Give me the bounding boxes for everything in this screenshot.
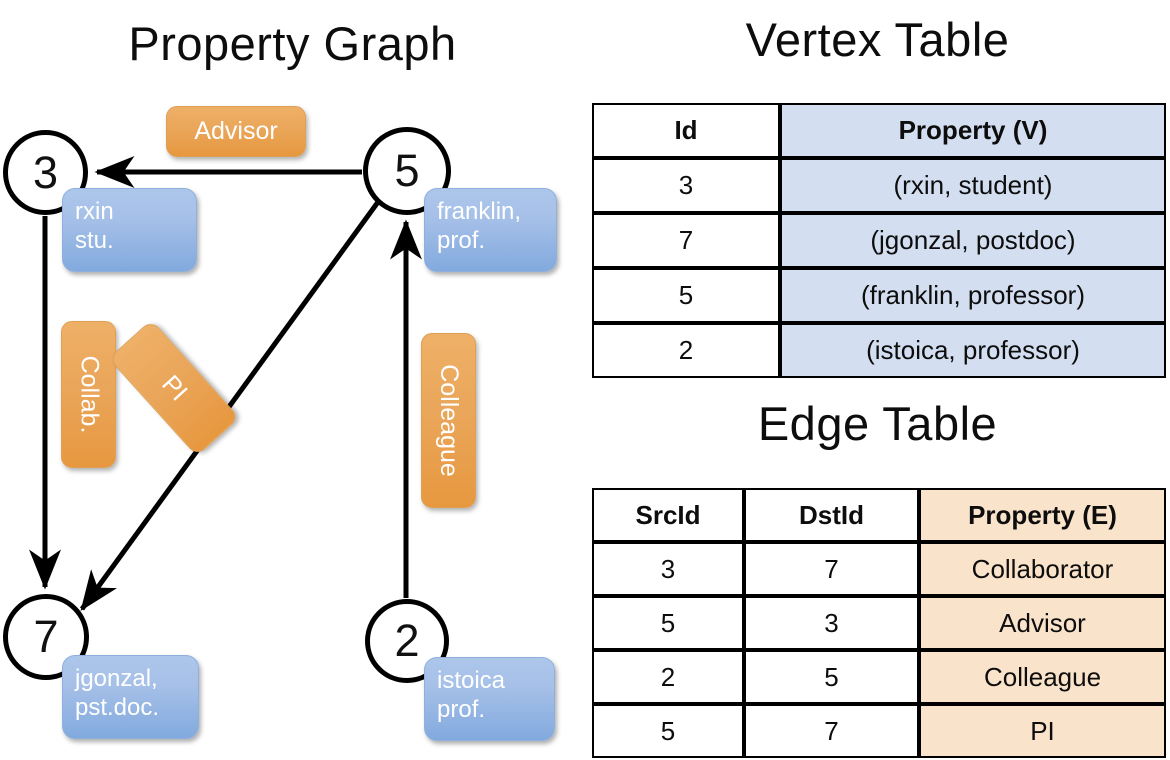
- table-row[interactable]: 5 7 PI: [592, 704, 1166, 758]
- graph-node-5[interactable]: 5: [363, 127, 451, 215]
- graph-node-3-label: 3: [32, 146, 59, 198]
- vertex-row-1-id: 7: [592, 213, 780, 268]
- edge-row-2-property: Colleague: [919, 650, 1166, 704]
- edge-label-colleague: Colleague: [421, 333, 476, 508]
- vertex-property-istoica-line1: istoica: [437, 667, 506, 694]
- edge-table-col-header-dstid: DstId: [744, 488, 919, 542]
- edge-label-collab-text: Collab.: [75, 355, 104, 434]
- edge-row-0-property: Collaborator: [919, 542, 1166, 596]
- vertex-table: Id Property (V) 3 (rxin, student) 7 (jgo…: [592, 103, 1166, 378]
- page-title-property-graph: Property Graph: [128, 17, 457, 70]
- edge-label-advisor-text: Advisor: [194, 117, 278, 145]
- edge-label-colleague-text: Colleague: [435, 364, 463, 477]
- vertex-row-1-property: (jgonzal, postdoc): [780, 213, 1166, 268]
- edge-row-2-src: 2: [592, 650, 744, 704]
- graph-node-2-label: 2: [394, 615, 420, 666]
- edge-row-1-src: 5: [592, 596, 744, 650]
- table-row[interactable]: 5 (franklin, professor): [592, 268, 1166, 323]
- edge-label-collab: Collab.: [61, 321, 116, 468]
- vertex-table-header-row: Id Property (V): [592, 103, 1166, 158]
- table-row[interactable]: 2 (istoica, professor): [592, 323, 1166, 378]
- vertex-row-0-id: 3: [592, 158, 780, 213]
- page-title-edge-table: Edge Table: [757, 397, 998, 450]
- vertex-property-bubble-rxin: rxin stu.: [62, 188, 197, 272]
- edge-5-to-7: [79, 200, 381, 612]
- edge-table-col-header-property: Property (E): [919, 488, 1166, 542]
- edge-label-pi-text: PI: [156, 369, 193, 406]
- vertex-property-jgonzal-line2: pst.doc.: [75, 694, 160, 722]
- edge-table-header-row: SrcId DstId Property (E): [592, 488, 1166, 542]
- graph-node-7-label: 7: [33, 611, 59, 662]
- table-row[interactable]: 3 (rxin, student): [592, 158, 1166, 213]
- vertex-property-jgonzal-line1: jgonzal,: [75, 665, 158, 692]
- table-row[interactable]: 2 5 Colleague: [592, 650, 1166, 704]
- vertex-property-franklin-line2: prof.: [437, 227, 486, 255]
- edge-table-col-header-srcid: SrcId: [592, 488, 744, 542]
- edge-row-0-dst: 7: [744, 542, 919, 596]
- edge-row-1-dst: 3: [744, 596, 919, 650]
- graph-edges-svg: [29, 156, 422, 612]
- vertex-row-2-property: (franklin, professor): [780, 268, 1166, 323]
- vertex-property-bubble-franklin: franklin, prof.: [424, 188, 557, 272]
- edge-row-3-property: PI: [919, 704, 1166, 758]
- edge-row-0-src: 3: [592, 542, 744, 596]
- vertex-property-bubble-jgonzal: jgonzal, pst.doc.: [62, 655, 199, 739]
- page-title-vertex-table: Vertex Table: [745, 13, 1010, 66]
- graph-node-5-label: 5: [394, 145, 420, 196]
- edge-row-1-property: Advisor: [919, 596, 1166, 650]
- vertex-row-3-property: (istoica, professor): [780, 323, 1166, 378]
- edge-label-advisor: Advisor: [166, 106, 306, 157]
- vertex-row-0-property: (rxin, student): [780, 158, 1166, 213]
- vertex-table-col-header-property: Property (V): [780, 103, 1166, 158]
- vertex-row-2-id: 5: [592, 268, 780, 323]
- vertex-property-rxin-line2: stu.: [75, 227, 114, 255]
- table-row[interactable]: 5 3 Advisor: [592, 596, 1166, 650]
- table-row[interactable]: 7 (jgonzal, postdoc): [592, 213, 1166, 268]
- edge-row-2-dst: 5: [744, 650, 919, 704]
- property-graph-diagram: 3 5 7 2 rxin stu. franklin, prof. jgonza…: [3, 106, 557, 741]
- vertex-row-3-id: 2: [592, 323, 780, 378]
- edge-row-3-src: 5: [592, 704, 744, 758]
- table-row[interactable]: 3 7 Collaborator: [592, 542, 1166, 596]
- vertex-property-istoica-line2: prof.: [437, 696, 486, 724]
- graph-node-2[interactable]: 2: [365, 599, 449, 683]
- vertex-property-rxin-line1: rxin: [75, 198, 114, 225]
- vertex-table-col-header-id: Id: [592, 103, 780, 158]
- edge-row-3-dst: 7: [744, 704, 919, 758]
- vertex-property-franklin-line1: franklin,: [437, 198, 522, 225]
- vertex-property-bubble-istoica: istoica prof.: [424, 657, 555, 741]
- edge-table: SrcId DstId Property (E) 3 7 Collaborato…: [592, 488, 1166, 758]
